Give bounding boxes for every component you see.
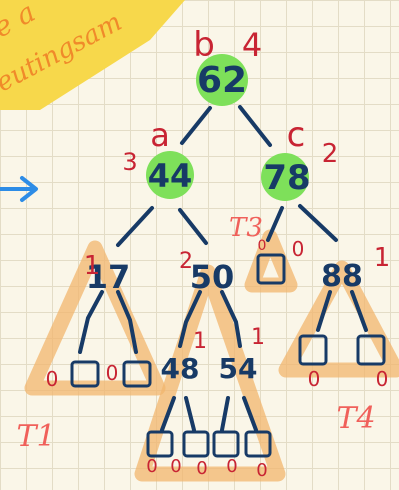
balance-50: 2 bbox=[179, 249, 193, 274]
node-54: 54 bbox=[219, 352, 258, 385]
right-highlight bbox=[261, 153, 309, 201]
subtree-triangle-t3 bbox=[244, 229, 298, 293]
leaf-zero-9: 0 bbox=[256, 460, 267, 481]
node-78: 78 bbox=[263, 158, 310, 198]
null-leaf-5 bbox=[146, 430, 174, 458]
balance-78: 2 bbox=[322, 139, 339, 169]
label-b: b bbox=[193, 25, 215, 65]
null-leaf-1 bbox=[70, 360, 100, 388]
leaf-zero-6: 0 bbox=[170, 456, 181, 477]
edge-44-50 bbox=[178, 208, 208, 245]
edge-50-48 bbox=[178, 290, 202, 348]
edge-48-right bbox=[184, 396, 196, 432]
balance-44: 3 bbox=[122, 148, 137, 176]
subtree-triangle-t2 bbox=[134, 264, 286, 482]
leaf-zero-7: 0 bbox=[196, 458, 207, 479]
highlighter-banner: e a eutingsam bbox=[0, 0, 185, 110]
edge-root-left bbox=[180, 106, 212, 145]
leaf-zero-2: 0 bbox=[106, 361, 119, 385]
balance-88: 1 bbox=[374, 243, 391, 273]
leaf-zero-3: 0 bbox=[308, 367, 321, 391]
subtree-label-t1: T1 bbox=[16, 419, 55, 454]
root-highlight bbox=[196, 54, 248, 106]
banner-highlight bbox=[0, 0, 185, 110]
label-a: a bbox=[150, 116, 170, 154]
node-17: 17 bbox=[86, 258, 131, 296]
leaf-zero-10: 0 bbox=[258, 238, 267, 254]
null-leaves bbox=[70, 253, 386, 458]
edge-50-54 bbox=[220, 290, 242, 348]
subtree-label-t4: T4 bbox=[336, 401, 375, 436]
balance-54: 1 bbox=[251, 325, 265, 350]
node-62: 62 bbox=[197, 60, 247, 101]
subtree-label-t3: T3 bbox=[229, 213, 263, 243]
leaf-zero-4: 0 bbox=[376, 367, 389, 391]
edge-44-17 bbox=[116, 206, 154, 247]
subtree-triangle-t4 bbox=[278, 260, 399, 378]
null-leaf-7 bbox=[212, 430, 240, 458]
null-leaf-78-left bbox=[256, 253, 286, 285]
leaf-zero-8: 0 bbox=[226, 456, 237, 477]
null-leaf-6 bbox=[182, 430, 210, 458]
edge-root-right bbox=[238, 105, 272, 147]
node-44: 44 bbox=[148, 157, 193, 195]
node-88: 88 bbox=[321, 259, 363, 294]
leaf-zero-1: 0 bbox=[46, 367, 59, 391]
edge-54-right bbox=[242, 396, 258, 432]
edge-17-right bbox=[116, 290, 138, 354]
edge-78-null bbox=[266, 206, 284, 242]
null-leaf-8 bbox=[244, 430, 272, 458]
balance-null: 0 bbox=[292, 237, 305, 261]
tree-edges bbox=[78, 105, 368, 432]
balance-48: 1 bbox=[193, 329, 207, 354]
edge-88-right bbox=[350, 290, 368, 332]
edge-88-left bbox=[316, 290, 332, 332]
edge-54-left bbox=[220, 396, 230, 432]
arrow-icon bbox=[0, 176, 38, 202]
subtree-triangle-t1 bbox=[24, 240, 166, 396]
null-leaf-4 bbox=[356, 334, 386, 366]
edge-48-left bbox=[160, 396, 176, 432]
leaf-zero-5: 0 bbox=[146, 456, 157, 477]
null-leaf-2 bbox=[122, 360, 152, 388]
edge-17-left bbox=[78, 290, 104, 354]
node-50: 50 bbox=[190, 258, 235, 296]
balance-62: 4 bbox=[242, 26, 262, 64]
label-c: c bbox=[287, 115, 306, 155]
null-leaf-3 bbox=[298, 334, 328, 366]
left-highlight bbox=[146, 151, 194, 199]
node-48: 48 bbox=[161, 352, 200, 385]
edge-78-88 bbox=[298, 204, 338, 242]
balance-17: 1 bbox=[84, 251, 101, 281]
